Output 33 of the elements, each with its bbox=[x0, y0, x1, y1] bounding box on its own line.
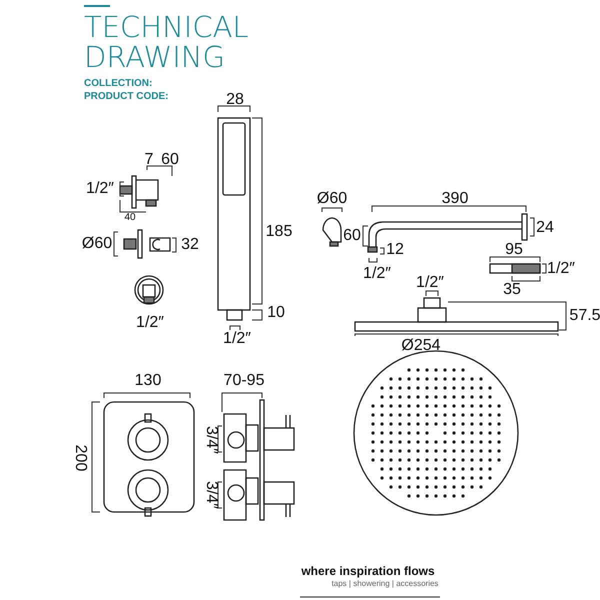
dimension-label: 1/2″ bbox=[223, 331, 251, 347]
dimension-label: Ø254 bbox=[401, 338, 441, 354]
dimension-label: 57.5 bbox=[569, 308, 600, 324]
dimension-label: 7 bbox=[144, 152, 154, 168]
tagline: where inspiration flows bbox=[301, 565, 435, 577]
dimension-label: 130 bbox=[134, 373, 162, 389]
dimension-label: 40 bbox=[124, 213, 136, 223]
dimension-label: 70-95 bbox=[224, 373, 264, 389]
subtitle: taps | showering | accessories bbox=[332, 580, 438, 588]
dimension-label: 60 bbox=[161, 152, 179, 168]
dimension-label: 1/2″ bbox=[86, 181, 114, 197]
title: TECHNICAL DRAWING bbox=[84, 12, 250, 72]
dimension-label: 1/2″ bbox=[136, 315, 164, 331]
dimension-label: 35 bbox=[503, 282, 521, 298]
dimension-label: 185 bbox=[266, 224, 292, 240]
product-code-label: PRODUCT CODE: bbox=[84, 91, 168, 102]
dimension-label: 32 bbox=[181, 237, 199, 253]
dimension-label: 390 bbox=[442, 191, 468, 207]
dimension-label: 3/4″ bbox=[203, 481, 219, 509]
dimension-label: 1/2″ bbox=[363, 266, 391, 282]
dimension-label: Ø60 bbox=[82, 236, 112, 252]
dimension-label: 200 bbox=[72, 444, 88, 472]
dimension-label: 12 bbox=[386, 242, 404, 258]
dimension-label: 1/2″ bbox=[416, 275, 444, 291]
dimension-label: 60 bbox=[343, 228, 361, 244]
dimension-label: 95 bbox=[505, 242, 523, 258]
dimension-label: 28 bbox=[226, 92, 244, 108]
dimension-label: 10 bbox=[267, 305, 285, 321]
dimension-label: 24 bbox=[536, 220, 554, 236]
dimension-label: Ø60 bbox=[316, 191, 348, 207]
collection-label: COLLECTION: bbox=[84, 78, 152, 89]
dimension-label: 1/2″ bbox=[547, 261, 575, 277]
dimension-label: 3/4″ bbox=[203, 426, 219, 454]
